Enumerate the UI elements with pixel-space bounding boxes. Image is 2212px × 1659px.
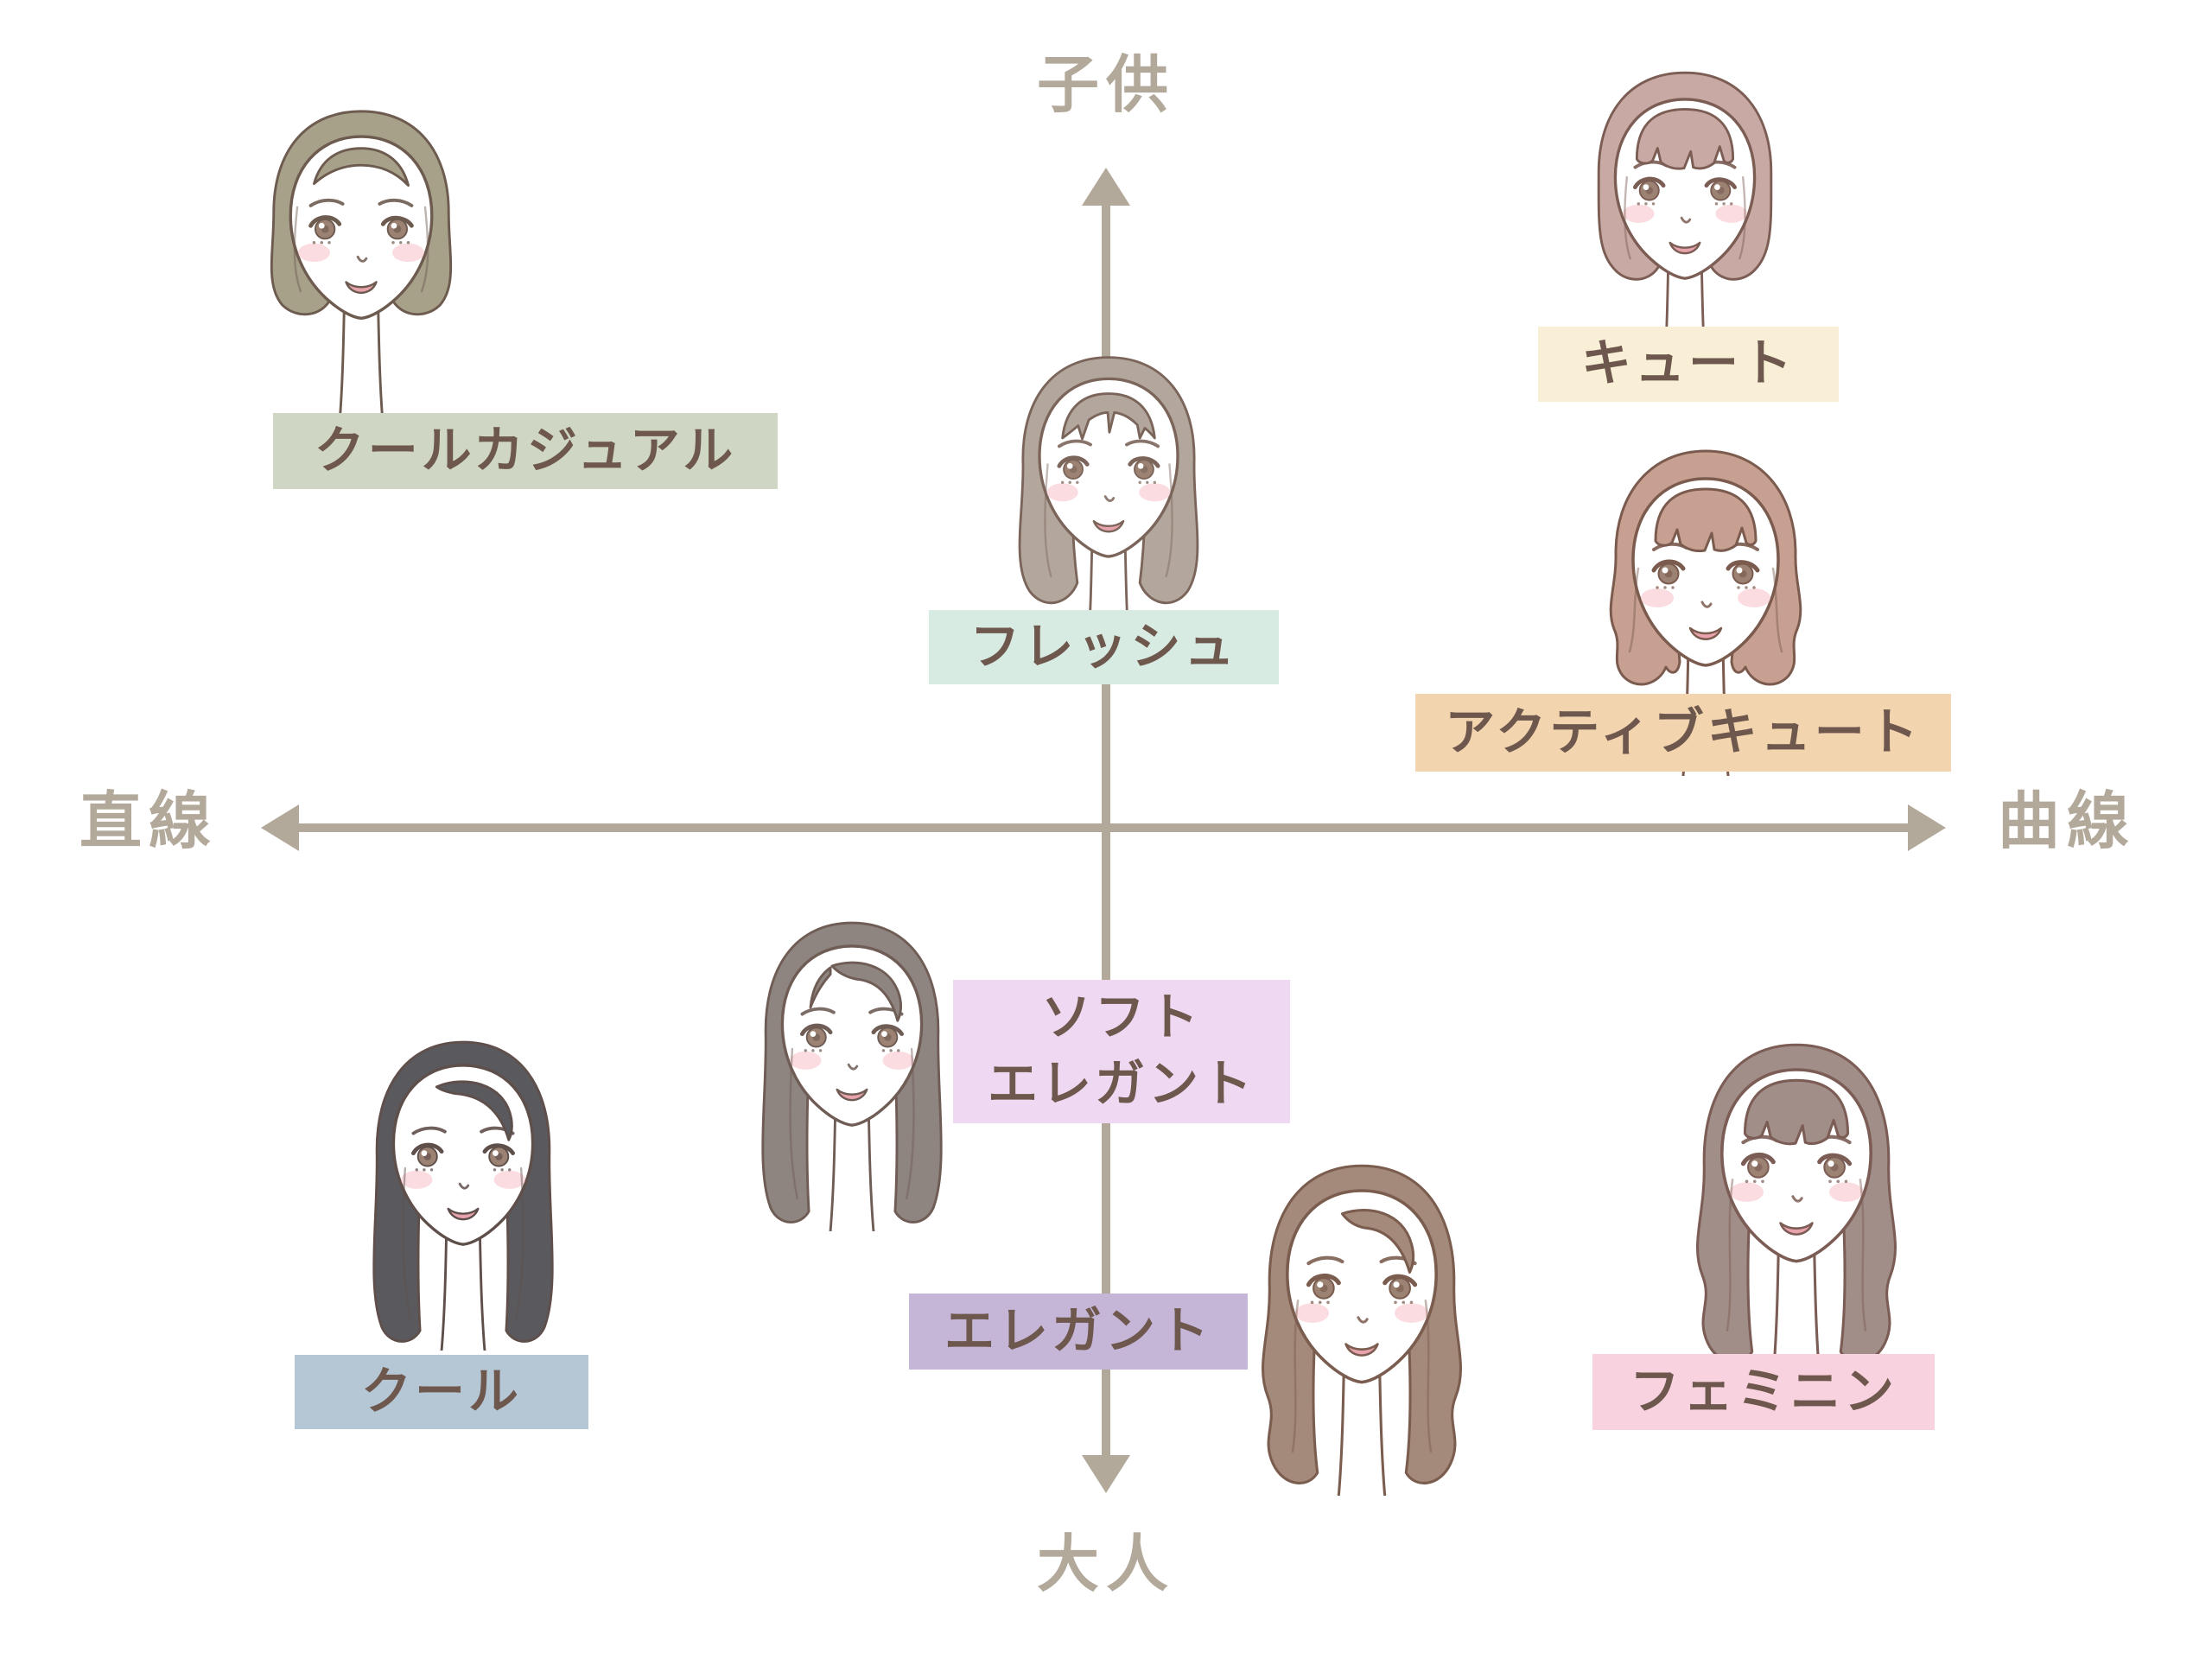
arrow-right-icon	[1908, 804, 1946, 851]
label-soft-elegant: ソフトエレガント	[953, 980, 1290, 1123]
arrow-down-icon	[1082, 1455, 1130, 1493]
axis-label-child: 子供	[1036, 51, 1175, 120]
label-elegant: エレガント	[909, 1294, 1248, 1370]
label-active-cute: アクティブキュート	[1415, 694, 1951, 772]
label-cool-casual: クールカジュアル	[273, 413, 778, 489]
face-illustration-soft-elegant	[728, 883, 976, 1231]
face-illustration-elegant	[1229, 1123, 1495, 1496]
horizontal-axis-line	[297, 823, 1908, 832]
label-fresh: フレッシュ	[929, 610, 1279, 684]
label-feminine: フェミニン	[1592, 1354, 1935, 1430]
arrow-left-icon	[261, 804, 299, 851]
arrow-up-icon	[1082, 168, 1130, 206]
label-cool: クール	[295, 1355, 588, 1429]
face-illustration-cute	[1560, 36, 1809, 385]
axis-label-adult: 大人	[1036, 1530, 1175, 1599]
axis-label-curved: 曲線	[1997, 787, 2136, 856]
face-illustration-cool-casual	[235, 73, 487, 426]
face-illustration-cool	[339, 1002, 588, 1351]
axis-label-straight: 直線	[79, 787, 218, 856]
face-illustration-active-cute	[1576, 413, 1835, 776]
face-illustration-feminine	[1663, 1002, 1929, 1375]
label-cute: キュート	[1538, 327, 1839, 402]
